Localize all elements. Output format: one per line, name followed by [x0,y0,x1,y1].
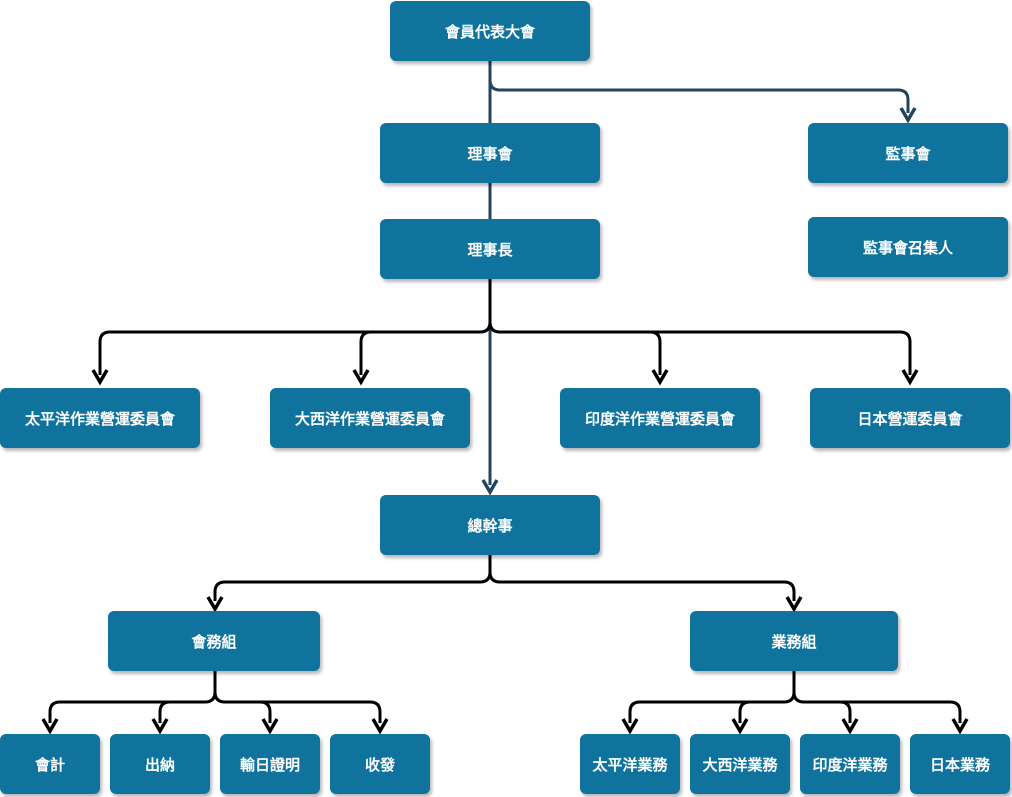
node-admin-unit: 輸日證明 [220,734,320,794]
edge-admin-units [48,671,217,723]
node-business-group: 業務組 [690,611,898,671]
node-business-unit-label: 日本業務 [929,755,990,774]
node-assembly-label: 會員代表大會 [444,22,535,41]
node-committee: 印度洋作業營運委員會 [560,388,760,448]
node-admin-unit-label: 會計 [34,755,65,774]
arrow-secretary [481,479,499,496]
node-supervisor-convener-label: 監事會召集人 [862,238,953,257]
node-supervisors: 監事會 [808,123,1008,183]
node-committee-label: 大西洋作業營運委員會 [294,409,445,428]
edge-chairman-committees [98,279,492,375]
edge-assembly-supervisors [488,79,910,113]
node-business-unit: 大西洋業務 [690,734,790,794]
node-board-label: 理事會 [467,144,513,163]
node-business-unit: 太平洋業務 [580,734,680,794]
node-admin-unit: 會計 [0,734,100,794]
edge-secretary-groups [213,555,492,601]
node-supervisors-label: 監事會 [885,144,931,163]
node-business-unit-label: 大西洋業務 [702,755,778,774]
node-secretary-general-label: 總幹事 [467,516,513,535]
node-committee-label: 印度洋作業營運委員會 [584,409,735,428]
arrow-supervisors [899,107,917,124]
arrow-committee-3 [651,369,669,386]
node-admin-unit-label: 收發 [364,755,395,774]
node-admin-group-label: 會務組 [191,632,237,651]
node-committee: 大西洋作業營運委員會 [270,388,470,448]
node-admin-unit: 收發 [330,734,430,794]
arrow-admin-group [206,596,224,613]
node-committee: 日本營運委員會 [810,388,1010,448]
node-admin-group: 會務組 [108,611,320,671]
node-board: 理事會 [380,123,600,183]
edge-business-units [628,671,796,723]
node-business-group-label: 業務組 [771,632,817,651]
node-chairman: 理事長 [380,219,600,279]
node-secretary-general: 總幹事 [380,495,600,555]
node-chairman-label: 理事長 [467,240,513,259]
node-admin-unit: 出納 [110,734,210,794]
node-business-unit-label: 印度洋業務 [812,755,888,774]
node-supervisor-convener: 監事會召集人 [808,217,1008,277]
arrow-committee-2 [352,369,370,386]
node-business-unit: 日本業務 [910,734,1010,794]
node-assembly: 會員代表大會 [390,1,590,61]
node-committee: 太平洋作業營運委員會 [0,388,200,448]
node-admin-unit-label: 輸日證明 [239,755,300,774]
node-committee-label: 日本營運委員會 [857,409,963,428]
arrow-business-group [785,596,803,613]
node-business-unit-label: 太平洋業務 [592,755,668,774]
arrow-committee-4 [901,369,919,386]
arrow-committee-1 [91,369,109,386]
node-admin-unit-label: 出納 [144,755,175,774]
node-business-unit: 印度洋業務 [800,734,900,794]
node-committee-label: 太平洋作業營運委員會 [24,409,175,428]
